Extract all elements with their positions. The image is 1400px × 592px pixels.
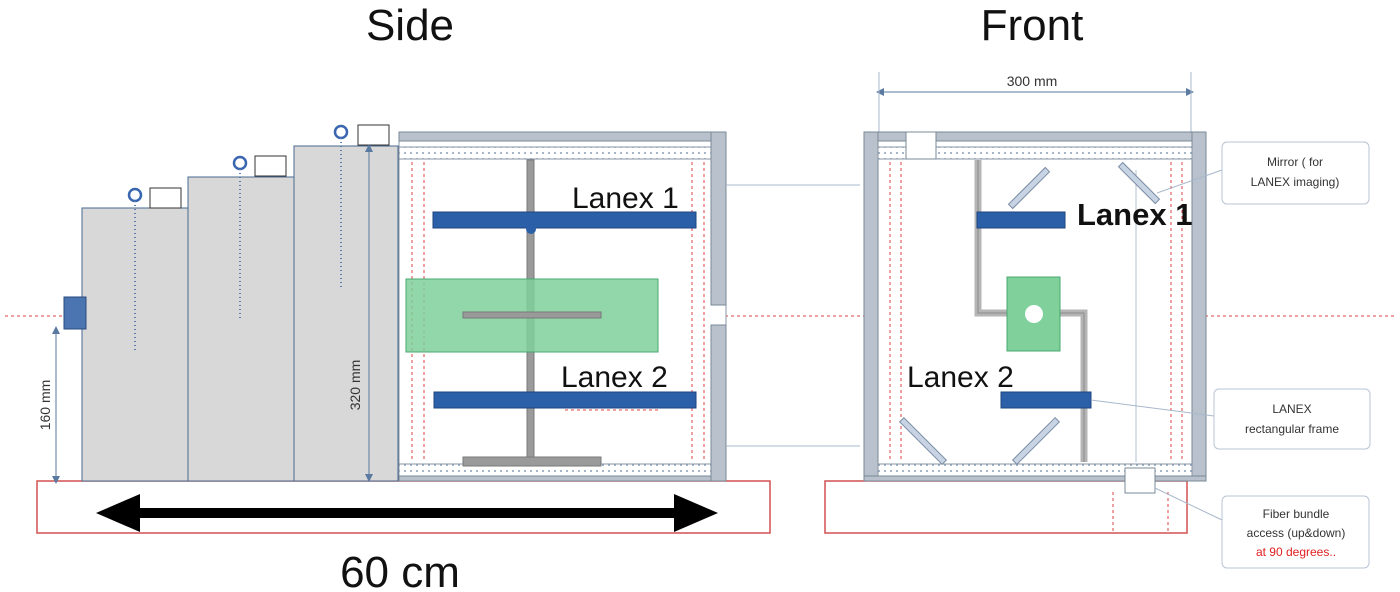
- side-view: Side 160 mm 320 m: [5, 1, 1395, 592]
- side-lanex-1-label: Lanex 1: [572, 182, 679, 215]
- callout-fiber-line1: Fiber bundle: [1263, 507, 1330, 521]
- mirror-top-right: [1117, 161, 1161, 205]
- mirror-bottom-left: [898, 416, 948, 466]
- side-target-rod: [462, 311, 602, 319]
- callout-fiber-box: [1221, 495, 1370, 569]
- front-lanex-1-screen: [976, 211, 1066, 229]
- adjust-screw-2: [232, 155, 287, 320]
- length-label: 60 cm: [340, 548, 460, 592]
- side-pole-base: [462, 456, 602, 467]
- dim-300-label: 300 mm: [1007, 73, 1058, 89]
- side-base-plate: [36, 480, 771, 534]
- callout-frame-box: [1213, 388, 1371, 450]
- side-lanex-2-label: Lanex 2: [561, 361, 668, 394]
- front-lanex-2-screen: [1000, 391, 1092, 409]
- stack-box-3: [293, 145, 399, 482]
- dim-320-label: 320 mm: [347, 360, 363, 411]
- callout-fiber-line3: at 90 degrees..: [1256, 545, 1336, 559]
- stack-box-2: [187, 176, 295, 482]
- side-port-block: [63, 296, 87, 330]
- front-support-outline: [977, 160, 1085, 462]
- front-lanex-1-label: Lanex 1: [1077, 197, 1192, 232]
- callout-mirror-line1: Mirror ( for: [1267, 155, 1323, 169]
- callout-frame-leader: [1090, 399, 1215, 417]
- adjust-screw-3: [333, 124, 390, 290]
- callout-fiber-leader: [1154, 487, 1223, 521]
- length-double-arrow: [96, 494, 718, 532]
- adjust-screw-1: [127, 187, 182, 352]
- front-target-hole: [1025, 305, 1043, 323]
- callout-mirror-box: [1221, 141, 1370, 205]
- side-lanex-1-mount: [526, 224, 536, 234]
- callout-fiber-line2: access (up&down): [1247, 526, 1346, 540]
- front-view: Front 300 mm: [824, 1, 1371, 569]
- callout-frame-line1: LANEX: [1272, 402, 1311, 416]
- stack-box-1: [81, 207, 189, 482]
- side-lanex-1-screen: [432, 211, 697, 229]
- callout-mirror-line2: LANEX imaging): [1251, 175, 1340, 189]
- dim-160-label: 160 mm: [37, 380, 53, 431]
- mirror-bottom-right: [1011, 416, 1061, 466]
- fiber-port: [1124, 467, 1156, 494]
- callout-frame-line2: rectangular frame: [1245, 422, 1339, 436]
- callout-mirror-leader: [1156, 169, 1223, 194]
- side-lanex-2-screen: [433, 391, 697, 409]
- mirror-top-left: [1007, 166, 1051, 210]
- front-lanex-2-label: Lanex 2: [907, 361, 1014, 394]
- front-title: Front: [981, 1, 1084, 50]
- side-title: Side: [366, 1, 454, 50]
